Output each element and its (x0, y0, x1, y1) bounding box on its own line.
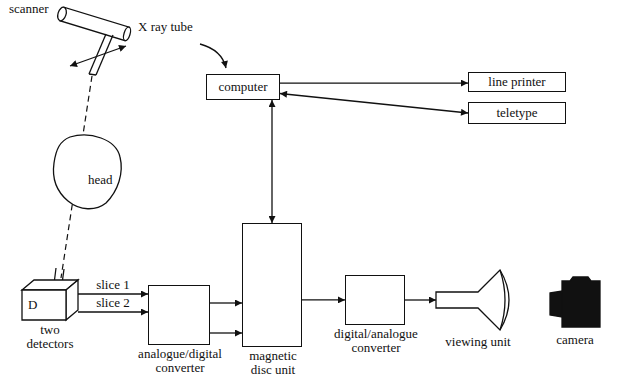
node-label: D (28, 298, 37, 312)
caption-label: two detectors (18, 323, 82, 351)
camera-icon-outline (548, 275, 602, 330)
outline-stroke (500, 270, 505, 330)
signal-arrow (78, 311, 148, 312)
outline-stroke (550, 291, 562, 317)
camera-icon: camera (548, 275, 602, 330)
outline-stroke (54, 135, 122, 209)
outline-stroke (562, 277, 600, 327)
part-label: scanner (8, 2, 50, 16)
viewing-unit: viewing unit (436, 268, 520, 332)
outline-stroke (66, 280, 78, 320)
signal-arrow (78, 293, 148, 294)
caption-label: digital/analogue converter (326, 327, 426, 355)
caption-label: viewing unit (433, 335, 523, 349)
signal-arrow (302, 299, 345, 300)
node-label: computer (218, 80, 267, 94)
output-box: line printer (468, 72, 566, 92)
rotation-arrow (200, 44, 226, 68)
caption-label: magnetic disc unit (240, 349, 306, 377)
converter-box: digital/analogue converter (345, 275, 405, 325)
head-outline: head (50, 133, 122, 211)
node-label: head (88, 173, 113, 187)
signal-label: slice 2 (95, 296, 131, 310)
signal-label: slice 1 (95, 278, 131, 292)
traverse-arrow (70, 46, 126, 66)
caption-label: camera (545, 333, 605, 347)
head-outline-outline (50, 133, 122, 211)
converter-box: analogue/digital converter (148, 285, 210, 345)
terminal-box: teletype (468, 102, 566, 124)
outline-stroke (22, 290, 66, 320)
caption-label: analogue/digital converter (130, 347, 230, 375)
detector-block: Dtwo detectors (22, 280, 78, 320)
signal-arrow (280, 94, 468, 114)
disc-unit-box: magnetic disc unit (242, 223, 302, 347)
viewing-unit-outline (436, 268, 520, 332)
node-label: line printer (488, 75, 545, 89)
part-label: X ray tube (137, 20, 194, 34)
signal-arrow (271, 100, 272, 223)
signal-arrow (210, 332, 242, 333)
signal-arrow (210, 302, 242, 303)
signal-arrow (280, 82, 468, 83)
signal-arrow (405, 299, 436, 300)
node-label: teletype (496, 106, 537, 120)
outline-stroke (436, 270, 509, 330)
process-box: computer (206, 74, 280, 100)
x-ray-tube (56, 6, 132, 41)
